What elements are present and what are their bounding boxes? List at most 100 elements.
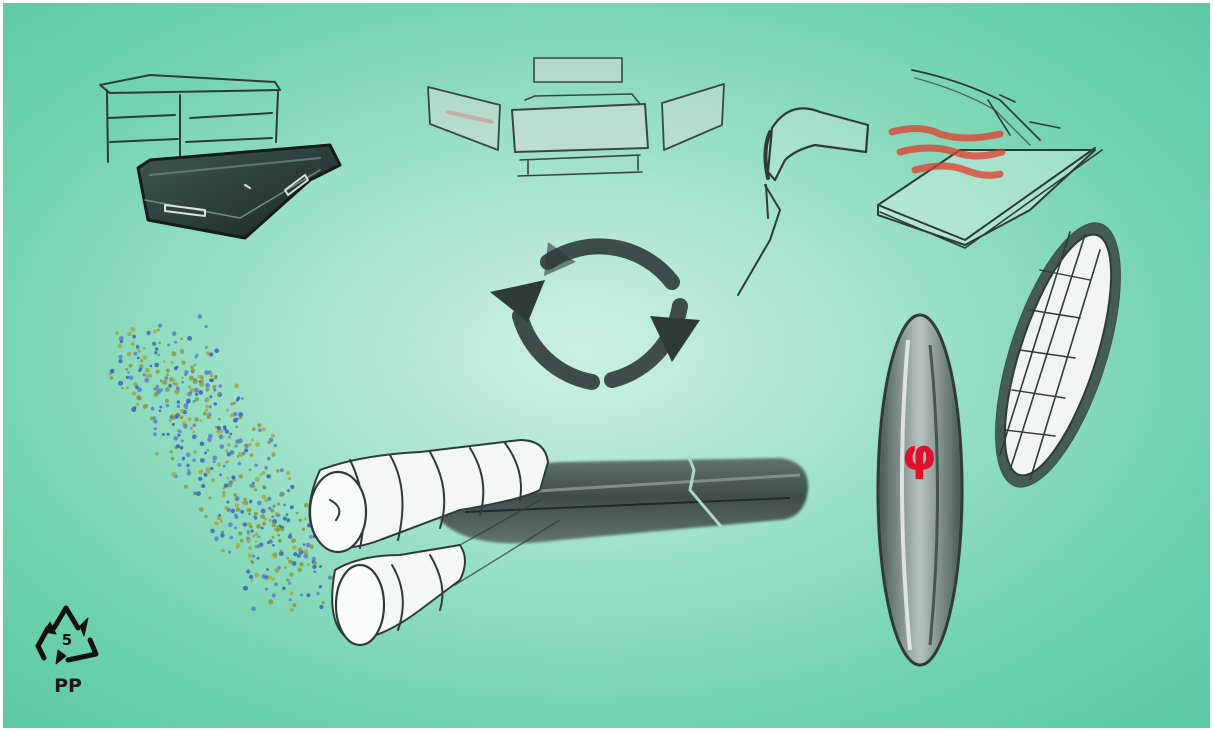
pellet <box>154 427 157 430</box>
pellet <box>230 402 233 405</box>
pellet <box>268 507 271 510</box>
pellet <box>166 374 169 377</box>
pellet <box>292 561 297 566</box>
pellet <box>300 593 303 596</box>
pellet <box>276 528 280 532</box>
pellet <box>127 352 132 357</box>
pellet <box>252 555 255 558</box>
pellet <box>187 471 192 476</box>
pellet <box>214 522 217 525</box>
pellet <box>214 376 217 379</box>
recycling-code-number: 5 <box>56 631 78 649</box>
pellet <box>184 404 188 408</box>
pellet <box>292 545 297 550</box>
pellet <box>268 576 272 580</box>
pellet <box>277 534 280 537</box>
pellet <box>252 427 256 431</box>
pellet <box>293 552 297 556</box>
pellet <box>132 391 137 396</box>
pellet <box>229 433 232 436</box>
pellet <box>180 338 183 341</box>
pellet <box>260 514 265 519</box>
pellet <box>251 606 256 611</box>
diameter-symbol: φ <box>902 430 936 481</box>
pellet <box>151 407 155 411</box>
pellet <box>322 601 325 604</box>
pellet <box>290 505 294 509</box>
pellet <box>213 460 216 463</box>
pellet <box>129 364 133 368</box>
pellet <box>212 456 217 461</box>
pellet <box>198 314 203 319</box>
pellet <box>205 346 208 349</box>
pellet <box>180 409 184 413</box>
pellet <box>219 474 222 477</box>
pellet <box>221 549 225 553</box>
pellet <box>251 438 254 441</box>
pellet <box>144 378 149 383</box>
pellet <box>230 450 234 454</box>
pellet <box>181 381 184 384</box>
pellet <box>140 359 143 362</box>
pellet <box>234 383 239 388</box>
pellet <box>172 331 177 336</box>
pellet <box>290 485 294 489</box>
pellet <box>210 467 213 470</box>
pellet <box>272 544 275 547</box>
pellet <box>255 541 258 544</box>
pellet <box>266 568 269 571</box>
pellet <box>287 557 290 560</box>
pellet <box>259 473 262 476</box>
pellet <box>137 357 140 360</box>
pellet <box>237 455 240 458</box>
pellet <box>189 376 194 381</box>
pellet <box>234 527 237 530</box>
pellet <box>283 504 286 507</box>
pellet <box>136 403 139 406</box>
pellet <box>118 359 122 363</box>
pellet <box>187 336 192 341</box>
pellet <box>181 361 185 365</box>
pellet <box>274 444 277 447</box>
pellet <box>180 349 184 353</box>
pellet <box>254 512 258 516</box>
pellet <box>209 497 212 500</box>
pellet <box>139 364 143 368</box>
pellet <box>171 351 176 356</box>
pellet <box>228 522 233 527</box>
pellet <box>121 387 124 390</box>
pellet <box>229 480 233 484</box>
pellet <box>127 371 130 374</box>
pellet <box>209 405 212 408</box>
pellet <box>288 534 292 538</box>
pellet <box>268 519 272 523</box>
pellet <box>207 413 210 416</box>
pellet <box>251 529 254 532</box>
pellet <box>201 379 204 382</box>
pellet <box>279 493 283 497</box>
pellet <box>250 560 253 563</box>
pellet <box>156 385 159 388</box>
pellet <box>243 522 247 526</box>
pellet <box>154 351 157 354</box>
pellet <box>238 412 243 417</box>
pellet <box>177 463 181 467</box>
pellet <box>257 557 260 560</box>
pellet <box>177 434 180 437</box>
pellet <box>191 371 194 374</box>
pellet <box>267 474 271 478</box>
pellet <box>246 570 250 574</box>
pellet <box>250 579 253 582</box>
pellet <box>255 464 258 467</box>
pellet <box>155 347 159 351</box>
pellet <box>246 539 251 544</box>
pellet <box>313 570 316 573</box>
pellet <box>199 382 204 387</box>
pellet <box>277 503 280 506</box>
pellet <box>172 379 175 382</box>
pellet <box>190 427 193 430</box>
pellet <box>158 324 162 328</box>
pellet <box>233 418 238 423</box>
